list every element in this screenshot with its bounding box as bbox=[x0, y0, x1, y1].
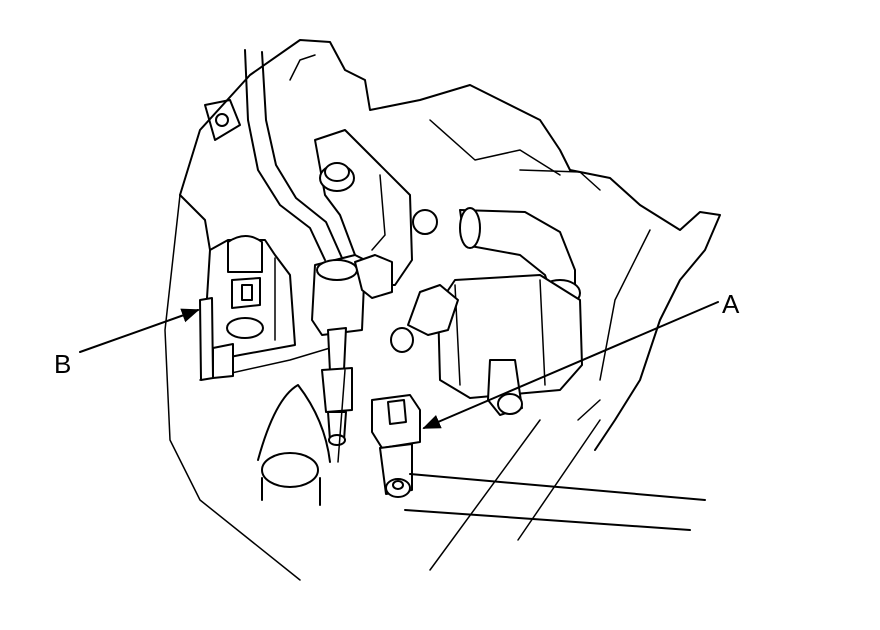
connector-a bbox=[371, 394, 706, 531]
shaft-housing bbox=[199, 344, 341, 506]
solenoid-body bbox=[390, 207, 583, 416]
wire-harness bbox=[244, 49, 343, 261]
transmission-housing bbox=[164, 39, 721, 581]
connector-b bbox=[199, 235, 296, 381]
callout-label-a: A bbox=[722, 289, 740, 319]
leader-line-b bbox=[79, 308, 200, 353]
bracket bbox=[314, 129, 438, 286]
leader-line-a bbox=[422, 301, 719, 429]
sensor-assembly bbox=[311, 254, 393, 463]
callout-label-b: B bbox=[54, 349, 72, 379]
